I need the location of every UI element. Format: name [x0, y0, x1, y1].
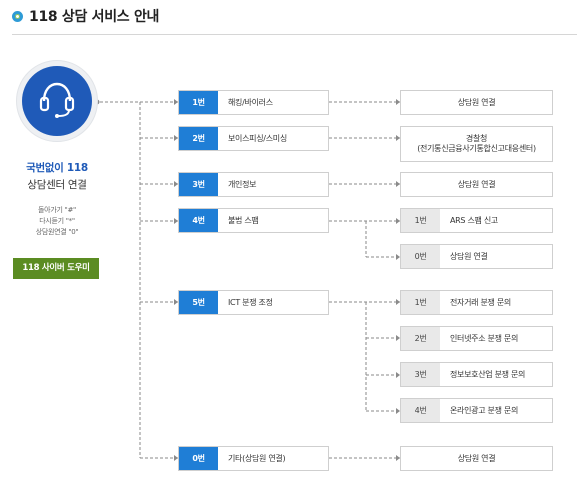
- submenu-label: 전자거래 분쟁 문의: [450, 298, 511, 307]
- submenu-ict-4[interactable]: 4번 온라인광고 분쟁 문의: [400, 398, 553, 423]
- hotline-number: 국번없이 118: [26, 162, 88, 174]
- submenu-number: 1번: [401, 209, 440, 232]
- result-label: 경찰청 (전기통신금융사기통합신고대응센터): [401, 127, 552, 161]
- hint-agent: 상담원연결 "0": [35, 228, 79, 236]
- submenu-number: 2번: [401, 327, 440, 350]
- menu-item-4[interactable]: 4번 불법 스팸: [178, 208, 329, 233]
- result-agent-3: 상담원 연결: [400, 172, 553, 197]
- menu-item-5[interactable]: 5번 ICT 분쟁 조정: [178, 290, 329, 315]
- menu-label: 불법 스팸: [228, 216, 259, 225]
- result-label: 상담원 연결: [457, 453, 496, 463]
- result-label: 상담원 연결: [457, 97, 496, 107]
- hint-repeat: 다시듣기 "*": [39, 217, 75, 225]
- menu-number: 4번: [179, 209, 218, 232]
- menu-number: 1번: [179, 91, 218, 114]
- result-line-2: (전기통신금융사기통합신고대응센터): [417, 144, 536, 153]
- hint-back: 돌아가기 "#": [38, 206, 76, 214]
- submenu-label: 상담원 연결: [450, 252, 488, 261]
- menu-label: 해킹/바이러스: [228, 98, 273, 107]
- headset-circle: [22, 66, 92, 136]
- menu-label: 보이스피싱/스미싱: [228, 134, 287, 143]
- submenu-spam-0[interactable]: 0번 상담원 연결: [400, 244, 553, 269]
- title-divider: [12, 34, 577, 35]
- menu-label: 기타(상담원 연결): [228, 454, 286, 463]
- submenu-label: 정보보호산업 분쟁 문의: [450, 370, 526, 379]
- result-label: 상담원 연결: [457, 179, 496, 189]
- hotline-caption: 상담센터 연결: [27, 179, 87, 191]
- menu-number: 2번: [179, 127, 218, 150]
- page-header: 118 상담 서비스 안내: [12, 6, 159, 26]
- result-police: 경찰청 (전기통신금융사기통합신고대응센터): [400, 126, 553, 162]
- submenu-label: 온라인광고 분쟁 문의: [450, 406, 519, 415]
- cyber-helper-button[interactable]: 118 사이버 도우미: [13, 258, 99, 279]
- key-hints: 돌아가기 "#" 다시듣기 "*" 상담원연결 "0": [0, 205, 114, 238]
- submenu-ict-2[interactable]: 2번 인터넷주소 분쟁 문의: [400, 326, 553, 351]
- title-bullet-icon: [12, 10, 23, 22]
- result-agent-1: 상담원 연결: [400, 90, 553, 115]
- menu-item-2[interactable]: 2번 보이스피싱/스미싱: [178, 126, 329, 151]
- headset-icon: [39, 82, 75, 118]
- submenu-number: 3번: [401, 363, 440, 386]
- menu-item-1[interactable]: 1번 해킹/바이러스: [178, 90, 329, 115]
- submenu-number: 0번: [401, 245, 440, 268]
- menu-number: 3번: [179, 173, 218, 196]
- menu-label: ICT 분쟁 조정: [228, 298, 273, 307]
- menu-number: 0번: [179, 447, 218, 470]
- result-agent-0: 상담원 연결: [400, 446, 553, 471]
- submenu-ict-1[interactable]: 1번 전자거래 분쟁 문의: [400, 290, 553, 315]
- submenu-number: 4번: [401, 399, 440, 422]
- menu-label: 개인정보: [228, 180, 257, 189]
- submenu-spam-1[interactable]: 1번 ARS 스팸 신고: [400, 208, 553, 233]
- menu-number: 5번: [179, 291, 218, 314]
- menu-item-0[interactable]: 0번 기타(상담원 연결): [178, 446, 329, 471]
- menu-item-3[interactable]: 3번 개인정보: [178, 172, 329, 197]
- submenu-label: 인터넷주소 분쟁 문의: [450, 334, 519, 343]
- submenu-label: ARS 스팸 신고: [450, 216, 498, 225]
- page-title: 118 상담 서비스 안내: [29, 9, 160, 25]
- result-line-1: 경찰청: [465, 134, 488, 143]
- submenu-number: 1번: [401, 291, 440, 314]
- submenu-ict-3[interactable]: 3번 정보보호산업 분쟁 문의: [400, 362, 553, 387]
